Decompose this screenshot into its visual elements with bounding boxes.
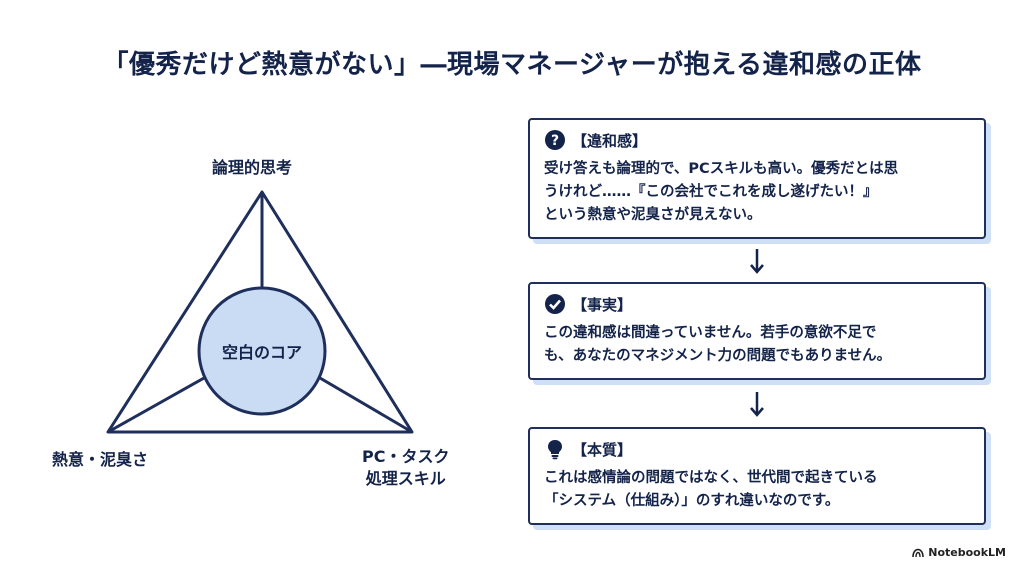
vertex-label-right-line2: 処理スキル [365,469,446,488]
brand-label: NotebookLM [928,546,1006,559]
card-body: この違和感は間違っていません。若手の意欲不足で も、あなたのマネジメント力の問題… [544,322,968,368]
spoke-left [107,376,205,434]
question-icon: ? [544,129,566,151]
card-essence: 【本質】 これは感情論の問題ではなく、世代間で起きている 「システム（仕組み）」… [528,427,986,525]
core-circle [197,286,327,416]
triangle-svg [106,190,414,434]
card-line: も、あなたのマネジメント力の問題でもありません。 [544,348,892,364]
vertex-label-top: 論理的思考 [212,158,293,177]
check-icon [544,293,566,315]
center-label: 空白のコア [221,343,302,362]
card-line: この違和感は間違っていません。若手の意欲不足で [544,325,877,341]
card-discomfort: ? 【違和感】 受け答えも論理的で、PCスキルも高い。優秀だとは思 うけれど……… [528,118,986,239]
triangle-outline [106,190,414,434]
card-line: 「システム（仕組み）」のすれ違いなのです。 [544,493,840,509]
card-line: うけれど……『この会社でこれを成し遂げたい！』 [544,184,878,200]
lightbulb-icon [544,438,566,460]
card-title: 【違和感】 [572,131,648,150]
page-title: 「優秀だけど熱意がない」―現場マネージャーが抱える違和感の正体 [102,50,922,80]
vertex-label-left: 熱意・泥臭さ [52,450,149,469]
card-line: という熱意や泥臭さが見えない。 [544,207,762,223]
card-body: 受け答えも論理的で、PCスキルも高い。優秀だとは思 うけれど……『この会社でこれ… [544,158,968,227]
down-arrow-icon [750,249,764,274]
card-fact: 【事実】 この違和感は間違っていません。若手の意欲不足で も、あなたのマネジメン… [528,282,986,380]
card-line: これは感情論の問題ではなく、世代間で起きている [544,470,878,486]
card-title: 【本質】 [572,440,633,459]
svg-text:?: ? [551,133,559,149]
spoke-right [319,376,413,434]
vertex-label-right: PC・タスク 処理スキル [362,446,449,490]
card-title: 【事実】 [572,295,633,314]
triangle-diagram: 論理的思考 熱意・泥臭さ PC・タスク 処理スキル 空白のコア [40,140,480,500]
brand-watermark: NotebookLM [912,546,1006,559]
card-line: 受け答えも論理的で、PCスキルも高い。優秀だとは思 [544,161,899,177]
vertex-label-right-line1: PC・タスク [362,447,450,466]
card-body: これは感情論の問題ではなく、世代間で起きている 「システム（仕組み）」のすれ違い… [544,467,968,513]
notebooklm-logo-icon [912,548,925,557]
down-arrow-icon [750,392,764,417]
